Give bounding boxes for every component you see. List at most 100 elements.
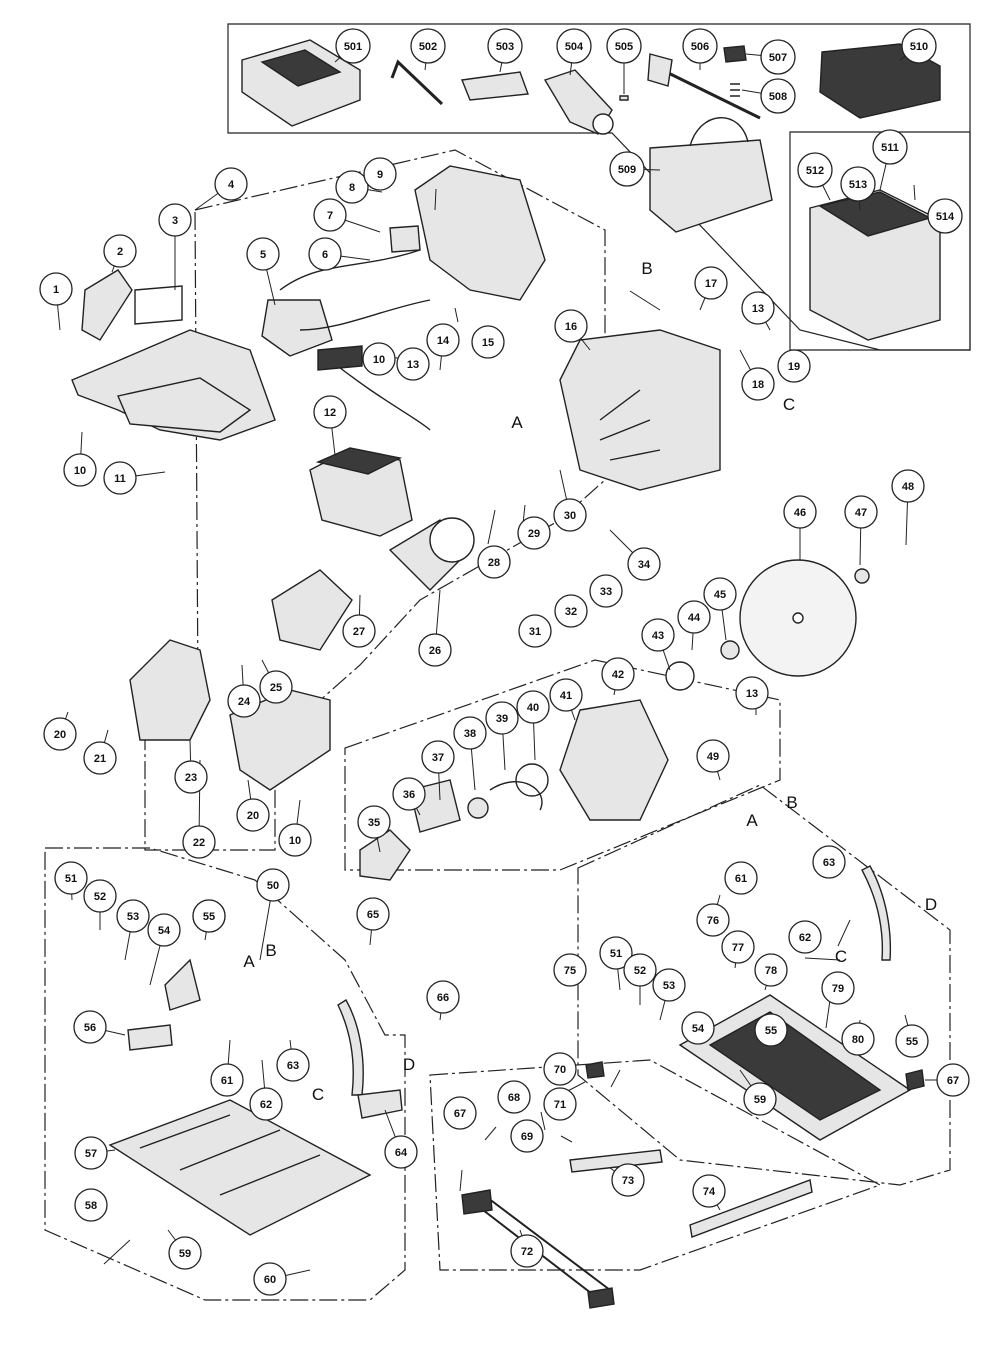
- callout-number: 79: [832, 983, 844, 995]
- part-callout-58: 58: [74, 1188, 108, 1222]
- part-callout-46: 46: [783, 495, 817, 529]
- part-callout-39: 39: [485, 701, 519, 735]
- part-callout-12: 12: [313, 395, 347, 429]
- callout-circle: [927, 198, 963, 234]
- callout-circle: [510, 1234, 544, 1268]
- part-illustrations: [55, 39, 953, 1309]
- callout-circle: [74, 1188, 108, 1222]
- part-callout-76: 76: [696, 903, 730, 937]
- callout-number: 13: [752, 303, 764, 315]
- callout-circle: [556, 28, 592, 64]
- part-callout-75: 75: [553, 953, 587, 987]
- section-letter-a: A: [243, 952, 255, 971]
- callout-number: 511: [881, 142, 899, 154]
- part-callout-63: 63: [276, 1048, 310, 1082]
- part-callout-5: 5: [246, 237, 280, 271]
- terminal-block-drawing: [317, 345, 363, 371]
- part-callout-54: 54: [147, 913, 181, 947]
- callout-circle: [39, 272, 73, 306]
- part-callout-45: 45: [703, 577, 737, 611]
- callout-number: 503: [496, 41, 514, 53]
- callout-circle: [553, 953, 587, 987]
- callout-number: 41: [560, 690, 572, 702]
- callout-circle: [392, 777, 426, 811]
- callout-circle: [158, 203, 192, 237]
- callout-number: 508: [769, 91, 787, 103]
- base-assembly-outline: [44, 847, 406, 1301]
- saw-blade-arbor: [792, 612, 804, 624]
- callout-circle: [741, 367, 775, 401]
- callout-circle: [844, 495, 878, 529]
- part-callout-37: 37: [421, 740, 455, 774]
- label-drawing: [134, 285, 183, 325]
- callout-number: 30: [564, 510, 576, 522]
- part-callout-42: 42: [601, 657, 635, 691]
- part-callout-25: 25: [259, 670, 293, 704]
- rail-73-drawing: [569, 1149, 663, 1173]
- gear-case-drawing: [559, 329, 721, 491]
- callout-number: 56: [84, 1022, 96, 1034]
- part-callout-59: 59: [743, 1082, 777, 1116]
- part-callout-36: 36: [392, 777, 426, 811]
- part-callout-18: 18: [741, 367, 775, 401]
- callout-number: 512: [806, 165, 824, 177]
- callout-number: 60: [264, 1274, 276, 1286]
- callout-circle: [418, 633, 452, 667]
- callout-circle: [554, 594, 588, 628]
- callout-circle: [599, 936, 633, 970]
- housing-grip: [117, 377, 252, 433]
- part-callout-50: 50: [256, 868, 290, 902]
- guide-rail-outline: [577, 784, 951, 1186]
- callout-circle: [421, 740, 455, 774]
- system-case-outline: [789, 131, 971, 351]
- base-plate-slot-1: [139, 1114, 321, 1196]
- callout-circle: [308, 237, 342, 271]
- callout-circle: [872, 129, 908, 165]
- part-callout-48: 48: [891, 469, 925, 503]
- callout-circle: [703, 577, 737, 611]
- callout-number: 22: [193, 837, 205, 849]
- bevel-quadrant-drawing: [164, 958, 201, 1011]
- section-letter-a: A: [511, 413, 523, 432]
- callout-circle: [443, 1096, 477, 1130]
- callout-circle: [601, 657, 635, 691]
- bearing-38-drawing: [467, 797, 489, 819]
- callout-circle: [611, 1163, 645, 1197]
- hex-wrench-drawing: [390, 59, 444, 106]
- callout-circle: [43, 717, 77, 751]
- callout-number: 21: [94, 753, 106, 765]
- part-callout-20: 20: [236, 798, 270, 832]
- callout-number: 61: [221, 1075, 233, 1087]
- callout-circle: [384, 1135, 418, 1169]
- part-callout-16: 16: [554, 309, 588, 343]
- callout-circle: [553, 498, 587, 532]
- part-callout-55: 55: [192, 899, 226, 933]
- callout-circle: [516, 690, 550, 724]
- callout-circle: [73, 1010, 107, 1044]
- callout-number: 65: [367, 909, 379, 921]
- part-callout-1: 1: [39, 272, 73, 306]
- section-letter-b: B: [265, 941, 276, 960]
- callout-number: 36: [403, 789, 415, 801]
- callout-number: 74: [703, 1186, 716, 1198]
- callout-number: 24: [238, 696, 251, 708]
- part-callout-9: 9: [363, 157, 397, 191]
- callout-number: 28: [488, 557, 500, 569]
- callout-number: 77: [732, 942, 744, 954]
- callout-number: 47: [855, 507, 867, 519]
- callout-number: 38: [464, 728, 476, 740]
- callout-circle: [821, 971, 855, 1005]
- part-callout-30: 30: [553, 498, 587, 532]
- callout-number: 52: [634, 965, 646, 977]
- callout-circle: [777, 349, 811, 383]
- part-callout-13: 13: [396, 347, 430, 381]
- part-callout-28: 28: [477, 545, 511, 579]
- tool-bag-drawing: [649, 139, 773, 233]
- callout-circle: [210, 1063, 244, 1097]
- callout-circle: [783, 495, 817, 529]
- part-callout-55: 55: [895, 1024, 929, 1058]
- callout-circle: [696, 739, 730, 773]
